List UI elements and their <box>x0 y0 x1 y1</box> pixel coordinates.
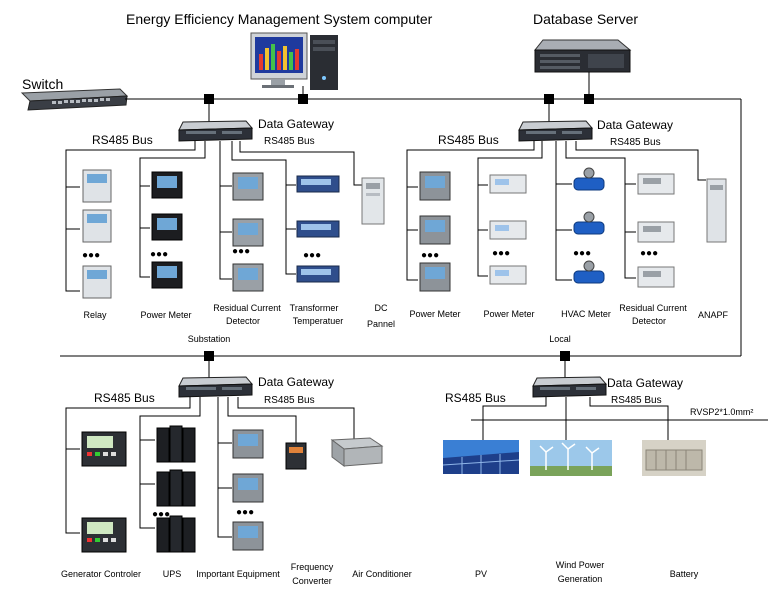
anapf-cabinet-device <box>706 178 727 243</box>
substation-gateway-label: Data Gateway <box>258 117 334 131</box>
important-equipment-device <box>232 429 264 551</box>
air-conditioner-label: Air Conditioner <box>352 569 412 579</box>
substation-relay-label: Relay <box>83 310 107 320</box>
ethernet-backbone <box>60 72 742 378</box>
local-residual-current-device <box>637 173 675 288</box>
server-title: Database Server <box>533 11 638 27</box>
frequency-converter-label-1: Frequency <box>291 562 334 572</box>
bottom-left-bus-small-label: RS485 Bus <box>264 395 315 406</box>
bottom-right-gateway-icon <box>532 376 608 398</box>
important-equipment-ellipsis: ●●● <box>236 507 254 518</box>
bottom-left-section: Data Gateway RS485 Bus RS485 Bus <box>61 375 412 586</box>
bottom-left-gateway-icon <box>178 376 254 398</box>
local-gateway-icon <box>518 120 594 142</box>
substation-bus-small-label: RS485 Bus <box>264 136 315 147</box>
cable-spec-label: RVSP2*1.0mm² <box>690 407 753 417</box>
local-power-meter-ellipsis: ●●● <box>421 250 439 261</box>
local-hvac-meter-label: HVAC Meter <box>561 309 611 319</box>
substation-gateway-icon <box>178 120 254 142</box>
substation-transformer-label-1: Transformer <box>290 303 339 313</box>
frequency-converter-label-2: Converter <box>292 576 332 586</box>
bottom-left-wiring <box>65 397 355 538</box>
pv-label: PV <box>475 569 487 579</box>
local-device-labels: Power Meter Power Meter HVAC Meter Resid… <box>409 303 728 326</box>
hvac-meter-ellipsis: ●●● <box>573 248 591 259</box>
din-power-meter-ellipsis: ●●● <box>492 248 510 259</box>
local-din-power-meter-label: Power Meter <box>483 309 534 319</box>
din-power-meter-device <box>489 174 527 285</box>
substation-dc-label-1: DC <box>375 303 388 313</box>
computer-title: Energy Efficiency Management System comp… <box>126 11 433 27</box>
local-section: Data Gateway RS485 Bus RS485 Bus <box>406 118 729 344</box>
substation-label: Substation <box>188 334 231 344</box>
substation-rcd-label-2: Detector <box>226 316 260 326</box>
generator-controller-device <box>81 431 127 553</box>
pv-panel-icon <box>442 440 520 474</box>
important-equipment-label: Important Equipment <box>196 569 280 579</box>
substation-rcd-label-1: Residual Current <box>213 303 281 313</box>
bottom-left-device-labels: Generator Controler UPS Important Equipm… <box>61 562 412 586</box>
substation-power-meter-label: Power Meter <box>140 310 191 320</box>
bottom-left-gateway-label: Data Gateway <box>258 375 334 389</box>
bottom-right-bus-label: RS485 Bus <box>445 391 506 405</box>
residual-current-detector-device <box>232 172 264 292</box>
local-label: Local <box>549 334 571 344</box>
frequency-converter-device <box>285 442 307 470</box>
bottom-right-device-labels: PV Wind Power Generation Battery <box>475 560 699 584</box>
substation-section: Data Gateway RS485 Bus RS485 Bus <box>65 117 395 344</box>
relay-device <box>82 169 112 299</box>
switch-label: Switch <box>22 76 63 92</box>
battery-storage-icon <box>642 440 706 476</box>
substation-wiring <box>65 141 362 292</box>
wind-power-label-1: Wind Power <box>556 560 605 570</box>
residual-current-ellipsis: ●●● <box>232 246 250 257</box>
bottom-right-section: Data Gateway RS485 Bus RS485 Bus RVSP2*1… <box>442 376 768 584</box>
wind-turbine-icon <box>530 440 612 476</box>
bottom-right-gateway-label: Data Gateway <box>607 376 683 390</box>
ups-device <box>156 425 196 553</box>
substation-device-labels: Relay Power Meter Residual Current Detec… <box>83 303 395 329</box>
transformer-ellipsis: ●●● <box>303 250 321 261</box>
transformer-temperature-device <box>296 175 340 283</box>
hvac-meter-device <box>573 167 605 284</box>
network-switch-icon <box>20 88 129 111</box>
local-gateway-label: Data Gateway <box>597 118 673 132</box>
local-residual-current-ellipsis: ●●● <box>640 248 658 259</box>
relay-ellipsis: ●●● <box>82 250 100 261</box>
bottom-left-bus-label: RS485 Bus <box>94 391 155 405</box>
computer-icon <box>250 32 338 90</box>
database-server-icon <box>533 39 632 73</box>
local-anapf-label: ANAPF <box>698 310 729 320</box>
local-rcd-label-2: Detector <box>632 316 666 326</box>
local-power-meter-device <box>419 171 451 292</box>
local-bus-small-label: RS485 Bus <box>610 137 661 148</box>
bottom-right-wiring <box>471 397 768 440</box>
local-bus-label: RS485 Bus <box>438 133 499 147</box>
local-power-meter-label: Power Meter <box>409 309 460 319</box>
ups-label: UPS <box>163 569 182 579</box>
substation-transformer-label-2: Temperatuer <box>293 316 344 326</box>
ups-ellipsis: ●●● <box>152 509 170 520</box>
wind-power-label-2: Generation <box>558 574 603 584</box>
generator-controller-label: Generator Controler <box>61 569 141 579</box>
local-rcd-label-1: Residual Current <box>619 303 687 313</box>
substation-bus-label: RS485 Bus <box>92 133 153 147</box>
power-meter-ellipsis: ●●● <box>150 249 168 260</box>
substation-dc-label-2: Pannel <box>367 319 395 329</box>
bottom-right-bus-small-label: RS485 Bus <box>611 395 662 406</box>
local-wiring <box>406 141 706 281</box>
air-conditioner-device <box>330 437 384 467</box>
power-meter-device <box>151 171 183 289</box>
dc-panel-device <box>361 177 385 225</box>
battery-label: Battery <box>670 569 699 579</box>
